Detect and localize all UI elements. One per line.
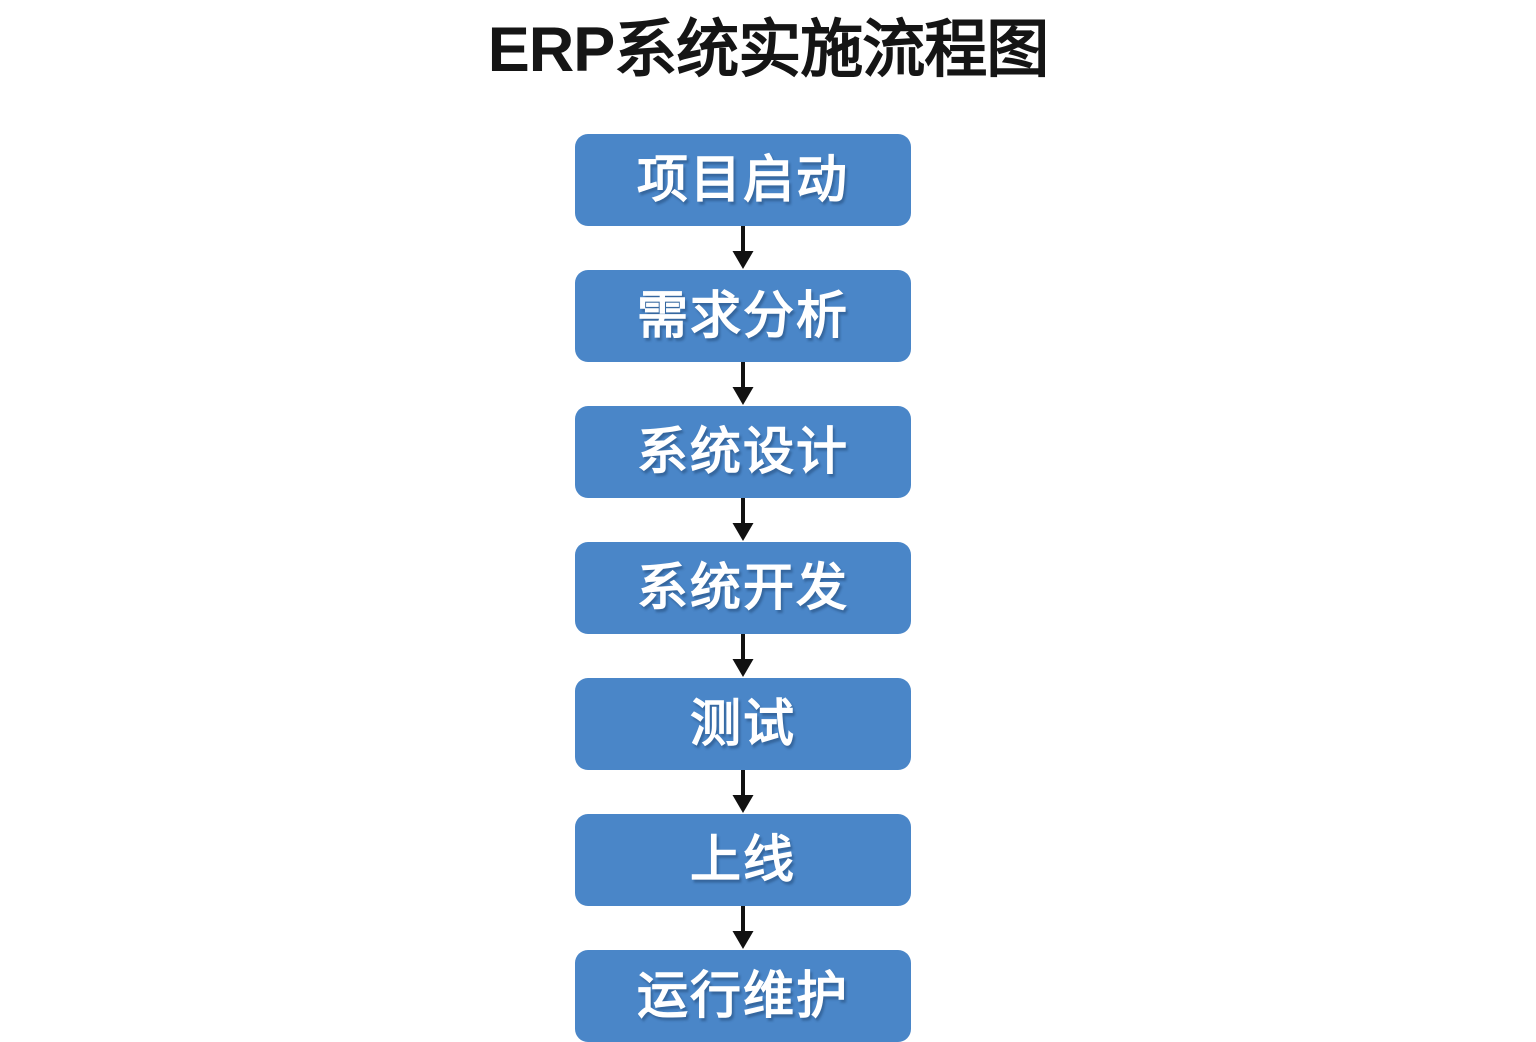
flow-connector-3	[575, 498, 911, 542]
flow-node-4[interactable]: 系统开发	[575, 542, 911, 634]
arrow-down-icon-4	[732, 634, 754, 677]
flow-connector-5	[575, 770, 911, 814]
flow-node-1[interactable]: 项目启动	[575, 134, 911, 226]
flow-node-6[interactable]: 上线	[575, 814, 911, 906]
arrow-down-icon-2	[732, 362, 754, 405]
flow-node-label-7: 运行维护	[636, 966, 849, 1024]
flow-node-box-5[interactable]: 测试	[575, 678, 911, 770]
arrow-down-icon-5	[732, 770, 754, 813]
arrow-down-icon-6	[732, 906, 754, 949]
flow-connector-6	[575, 906, 911, 950]
flow-connector-1	[575, 226, 911, 270]
flow-node-3[interactable]: 系统设计	[575, 406, 911, 498]
flow-node-box-7[interactable]: 运行维护	[575, 950, 911, 1042]
flow-node-label-4: 系统开发	[636, 558, 849, 616]
flow-node-label-1: 项目启动	[636, 150, 849, 208]
page-title: ERP系统实施流程图	[487, 15, 1050, 85]
flow-node-label-5: 测试	[689, 694, 796, 752]
flow-connector-4	[575, 634, 911, 678]
flow-node-label-6: 上线	[689, 830, 796, 888]
flow-connector-2	[575, 362, 911, 406]
flow-node-box-6[interactable]: 上线	[575, 814, 911, 906]
flow-node-7[interactable]: 运行维护	[575, 950, 911, 1042]
flow-node-2[interactable]: 需求分析	[575, 270, 911, 362]
flow-node-label-3: 系统设计	[636, 422, 849, 480]
flow-node-box-1[interactable]: 项目启动	[575, 134, 911, 226]
flowchart-body: 项目启动 需求分析 系统设计 系统开发	[575, 134, 911, 1042]
flow-node-5[interactable]: 测试	[575, 678, 911, 770]
flow-node-box-2[interactable]: 需求分析	[575, 270, 911, 362]
flow-node-label-2: 需求分析	[636, 286, 849, 344]
flow-node-box-4[interactable]: 系统开发	[575, 542, 911, 634]
arrow-down-icon-3	[732, 498, 754, 541]
arrow-down-icon-1	[732, 226, 754, 269]
flow-node-box-3[interactable]: 系统设计	[575, 406, 911, 498]
